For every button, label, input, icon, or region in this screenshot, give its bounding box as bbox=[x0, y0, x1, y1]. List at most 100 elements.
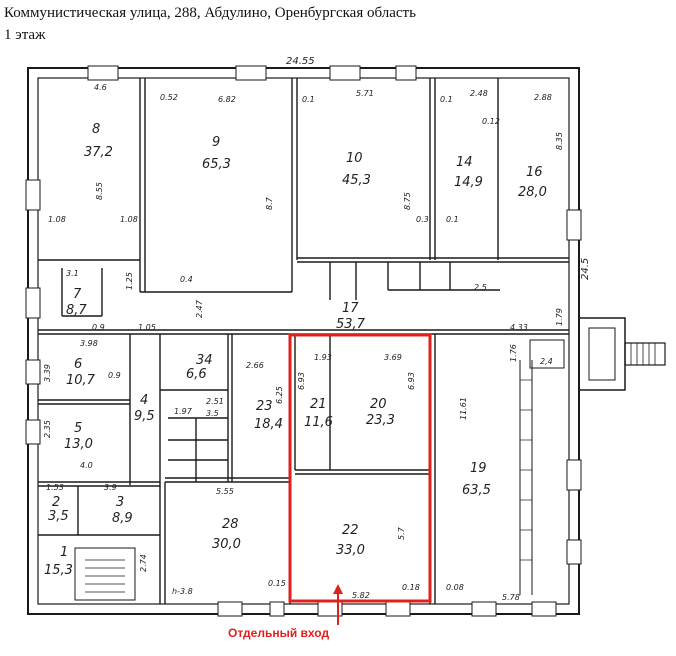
dim: 8.7 bbox=[265, 196, 274, 210]
dim: 1.53 bbox=[46, 483, 64, 492]
room-17-number: 17 bbox=[342, 301, 359, 316]
dim: 2.47 bbox=[195, 299, 204, 318]
dim: 2.74 bbox=[139, 554, 148, 572]
room-16-number: 16 bbox=[526, 165, 543, 180]
dim: 8.75 bbox=[403, 192, 412, 210]
dim: 1.05 bbox=[138, 323, 156, 332]
room-16-area: 28,0 bbox=[518, 185, 547, 200]
room-28-area: 30,0 bbox=[212, 537, 241, 552]
dim: 2.88 bbox=[534, 93, 552, 102]
room-21-area: 11,6 bbox=[304, 415, 333, 430]
room-4-number: 4 bbox=[140, 393, 148, 408]
room-7-area: 8,7 bbox=[66, 303, 87, 318]
dim: 6.82 bbox=[218, 95, 236, 104]
room-14-area: 14,9 bbox=[454, 175, 483, 190]
room-20-number: 20 bbox=[370, 397, 387, 412]
dim: 1.76 bbox=[509, 344, 518, 362]
room-21-number: 21 bbox=[310, 397, 327, 412]
room-small-area: 2,4 bbox=[540, 357, 553, 366]
building-outline bbox=[27, 67, 666, 615]
room-8-number: 8 bbox=[92, 122, 100, 137]
room-labels: 8 37,2 9 65,3 10 45,3 14 14,9 16 28,0 7 … bbox=[44, 122, 553, 578]
dim: h-3.8 bbox=[172, 587, 193, 596]
room-23-number: 23 bbox=[256, 399, 273, 414]
dim: 1.08 bbox=[120, 215, 138, 224]
room-6-number: 6 bbox=[74, 357, 82, 372]
dim: 2.35 bbox=[43, 420, 52, 438]
dim: 0.1 bbox=[440, 95, 453, 104]
dim: 1.25 bbox=[125, 272, 134, 290]
room-1-area: 15,3 bbox=[44, 563, 73, 578]
windows bbox=[25, 65, 582, 617]
room-1-number: 1 bbox=[60, 545, 68, 560]
room-19-area: 63,5 bbox=[462, 483, 491, 498]
dim: 1.97 bbox=[174, 407, 193, 416]
dimension-labels: 24.55 24.5 4.6 0.52 6.82 0.1 5.71 0.1 2.… bbox=[43, 56, 591, 602]
room-34-area: 6,6 bbox=[186, 367, 207, 382]
dim: 6.93 bbox=[297, 372, 306, 390]
overall-depth: 24.5 bbox=[580, 258, 591, 280]
overall-width: 24.55 bbox=[286, 56, 315, 67]
dim: 1.08 bbox=[48, 215, 66, 224]
dim: 5.55 bbox=[216, 487, 234, 496]
room-7-number: 7 bbox=[73, 287, 82, 302]
dim: 1.79 bbox=[555, 308, 564, 326]
room-2-number: 2 bbox=[52, 495, 60, 510]
dim: 0.3 bbox=[416, 215, 429, 224]
dim: 8.55 bbox=[95, 182, 104, 200]
dim: 3.69 bbox=[384, 353, 402, 362]
dim: 5.71 bbox=[356, 89, 374, 98]
room-17-area: 53,7 bbox=[336, 317, 366, 332]
dim: 4.6 bbox=[94, 83, 107, 92]
room-28-number: 28 bbox=[222, 517, 239, 532]
dim: 0.1 bbox=[446, 215, 459, 224]
dim: 6.25 bbox=[275, 386, 284, 404]
room-5-area: 13,0 bbox=[64, 437, 93, 452]
dim: 3.39 bbox=[43, 364, 52, 382]
dim: 8.35 bbox=[555, 132, 564, 150]
dim: 0.9 bbox=[92, 323, 105, 332]
room-3-number: 3 bbox=[116, 495, 124, 510]
floor-label: 1 этаж bbox=[4, 27, 46, 43]
room-6-area: 10,7 bbox=[66, 373, 96, 388]
room-2-area: 3,5 bbox=[48, 509, 69, 524]
dim: 0.9 bbox=[108, 371, 121, 380]
dim: 0.1 bbox=[302, 95, 315, 104]
room-19-number: 19 bbox=[470, 461, 487, 476]
room-3-area: 8,9 bbox=[112, 511, 133, 526]
room-20-area: 23,3 bbox=[366, 413, 395, 428]
dim: 2.66 bbox=[246, 361, 264, 370]
dim: 5.82 bbox=[352, 591, 370, 600]
highlight-frame bbox=[288, 333, 432, 603]
dim: 3.5 bbox=[206, 409, 219, 418]
dim: 3.98 bbox=[80, 339, 98, 348]
dim: 0.12 bbox=[482, 117, 500, 126]
dim: 5.7 bbox=[397, 526, 406, 540]
dim: 2.51 bbox=[206, 397, 224, 406]
dim: 3.1 bbox=[66, 269, 79, 278]
dim: 5.78 bbox=[502, 593, 520, 602]
room-10-area: 45,3 bbox=[342, 173, 371, 188]
room-10-number: 10 bbox=[346, 151, 363, 166]
room-9-area: 65,3 bbox=[202, 157, 231, 172]
dim: 0.18 bbox=[402, 583, 420, 592]
room-14-number: 14 bbox=[456, 155, 473, 170]
dim: 3.9 bbox=[104, 483, 117, 492]
dim: 2.48 bbox=[470, 89, 488, 98]
dim: 6.93 bbox=[407, 372, 416, 390]
separate-entrance-label: Отдельный вход bbox=[228, 626, 330, 640]
dim: 4.0 bbox=[80, 461, 93, 470]
room-23-area: 18,4 bbox=[254, 417, 283, 432]
room-22-number: 22 bbox=[342, 523, 359, 538]
dim: 2.5 bbox=[474, 283, 487, 292]
room-4-area: 9,5 bbox=[134, 409, 155, 424]
dim: 11.61 bbox=[459, 397, 468, 420]
dim: 4.33 bbox=[510, 323, 528, 332]
entrance-arrow-head-icon bbox=[333, 584, 343, 594]
dim: 0.52 bbox=[160, 93, 178, 102]
dim: 0.4 bbox=[180, 275, 193, 284]
room-22-area: 33,0 bbox=[336, 543, 365, 558]
dim: 1.93 bbox=[314, 353, 332, 362]
